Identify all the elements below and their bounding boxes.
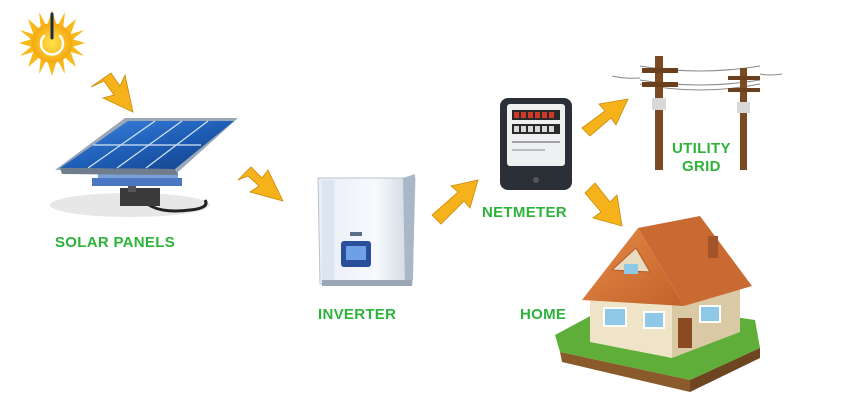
arrow-netmeter-to-grid bbox=[581, 98, 629, 137]
utility-grid-image bbox=[611, 56, 783, 170]
inverter-image bbox=[317, 174, 416, 286]
netmeter-image bbox=[500, 98, 572, 190]
arrow-inverter-to-netmeter bbox=[431, 179, 479, 225]
home-image bbox=[555, 216, 760, 392]
inverter-label: INVERTER bbox=[318, 306, 397, 323]
arrow-panels-to-inverter bbox=[237, 166, 284, 202]
solar-panels-label: SOLAR PANELS bbox=[55, 234, 175, 251]
arrow-sun-to-panels bbox=[90, 72, 134, 113]
utility-grid-label-line1: UTILITY bbox=[672, 140, 731, 157]
sun-icon bbox=[19, 10, 85, 76]
utility-grid-label: UTILITY GRID bbox=[672, 140, 731, 176]
solar-panels-image bbox=[50, 118, 238, 217]
netmeter-label: NETMETER bbox=[482, 204, 567, 221]
utility-grid-label-line2: GRID bbox=[682, 158, 721, 175]
home-label: HOME bbox=[520, 306, 567, 323]
arrow-netmeter-to-home bbox=[584, 182, 623, 227]
